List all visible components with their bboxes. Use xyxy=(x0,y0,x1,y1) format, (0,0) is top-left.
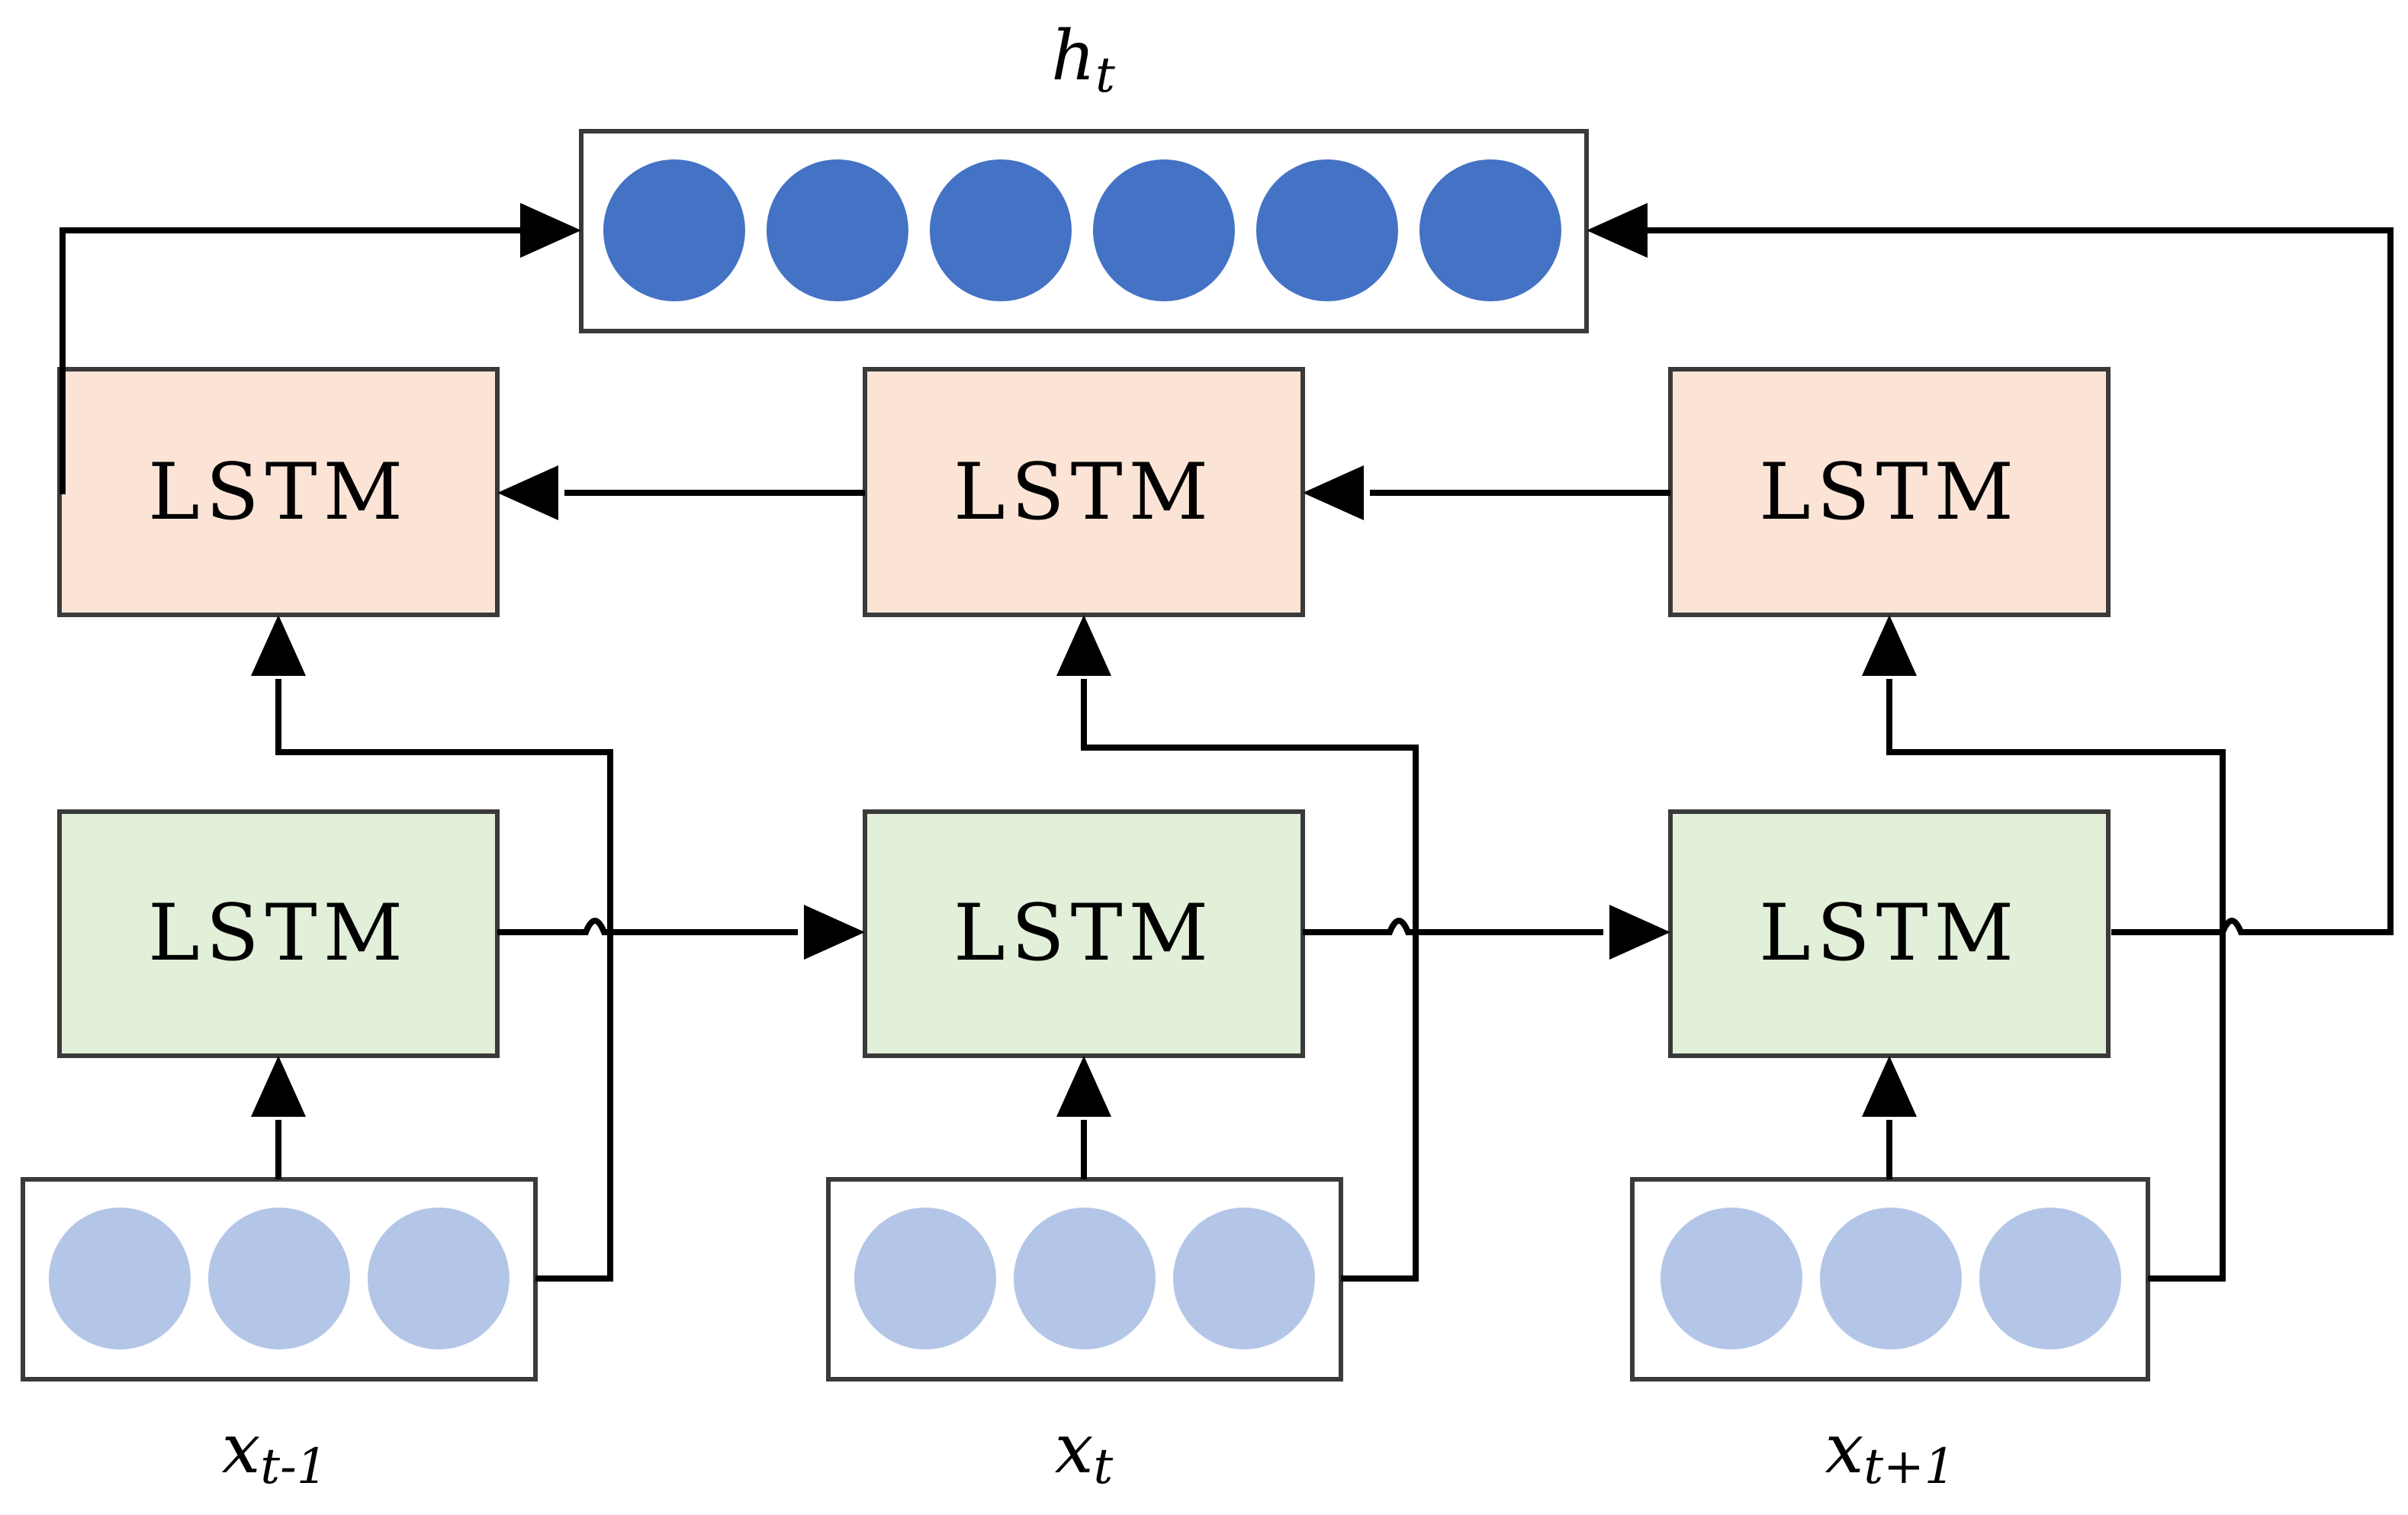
output-nodes xyxy=(603,159,1561,301)
input-3-node-1 xyxy=(1661,1208,1802,1349)
input-symbol-1: x xyxy=(222,1409,261,1489)
input-1-node-2 xyxy=(208,1208,350,1349)
arrowheads xyxy=(251,203,1917,1117)
output-vector-box xyxy=(579,129,1589,333)
input-2-node-3 xyxy=(1173,1208,1315,1349)
forward-lstm-label-3: LSTM xyxy=(1759,888,2020,979)
arrow-backward-recurrent-1 xyxy=(497,465,558,520)
input-nodes xyxy=(49,1208,2121,1349)
forward-lstm-cell-2 xyxy=(863,809,1305,1058)
arrow-forward-recurrent-1 xyxy=(804,905,865,960)
arrow-input-to-backward-2 xyxy=(1056,615,1111,676)
input-label-3: xt+1 xyxy=(1825,1409,1956,1495)
output-node-6 xyxy=(1419,159,1561,301)
input-symbol-2: x xyxy=(1055,1409,1094,1489)
input-to-backward-wire-1 xyxy=(275,679,613,1282)
output-label: ht xyxy=(1051,16,1115,104)
input-1-node-1 xyxy=(49,1208,191,1349)
arrow-input-to-forward-3 xyxy=(1862,1056,1917,1117)
input-subscript-1: t-1 xyxy=(260,1439,327,1495)
backward-lstm-label-1: LSTM xyxy=(148,447,409,538)
output-node-4 xyxy=(1093,159,1235,301)
arrow-input-to-backward-1 xyxy=(251,615,306,676)
backward-lstm-label-2: LSTM xyxy=(953,447,1214,538)
output-node-3 xyxy=(930,159,1072,301)
forward-recurrent-wire-1 xyxy=(497,918,798,935)
input-1-node-3 xyxy=(368,1208,510,1349)
arrow-into-output-right xyxy=(1587,203,1648,258)
backward-lstm-label-3: LSTM xyxy=(1759,447,2020,538)
input-symbol-3: x xyxy=(1825,1409,1864,1489)
forward-lstm-cell-3 xyxy=(1668,809,2111,1058)
input-2-node-2 xyxy=(1014,1208,1156,1349)
forward-lstm-label-2: LSTM xyxy=(953,888,1214,979)
input-subscript-2: t xyxy=(1094,1439,1114,1495)
input-to-backward-wire-2 xyxy=(1081,679,1419,1282)
output-node-1 xyxy=(603,159,745,301)
input-3-node-2 xyxy=(1820,1208,1962,1349)
input-to-backward-wire-3 xyxy=(1886,679,2226,1282)
backward-to-output-wire xyxy=(59,227,526,494)
output-node-5 xyxy=(1256,159,1398,301)
arrow-input-to-forward-1 xyxy=(251,1056,306,1117)
output-node-2 xyxy=(767,159,908,301)
input-label-1: xt-1 xyxy=(222,1409,328,1495)
input-subscript-3: t+1 xyxy=(1863,1439,1955,1495)
arrow-forward-recurrent-2 xyxy=(1609,905,1670,960)
forward-recurrent-wire-2 xyxy=(1303,918,1603,935)
output-subscript: t xyxy=(1095,47,1115,104)
input-3-node-3 xyxy=(1979,1208,2121,1349)
input-2-node-1 xyxy=(854,1208,996,1349)
input-label-2: xt xyxy=(1055,1409,1114,1495)
forward-lstm-label-1: LSTM xyxy=(148,888,409,979)
forward-lstm-cell-1 xyxy=(57,809,500,1058)
arrow-into-output-left xyxy=(520,203,581,258)
arrow-input-to-backward-3 xyxy=(1862,615,1917,676)
output-symbol: h xyxy=(1051,16,1095,96)
arrow-backward-recurrent-2 xyxy=(1303,465,1364,520)
arrow-input-to-forward-2 xyxy=(1056,1056,1111,1117)
connections xyxy=(59,227,2394,1282)
